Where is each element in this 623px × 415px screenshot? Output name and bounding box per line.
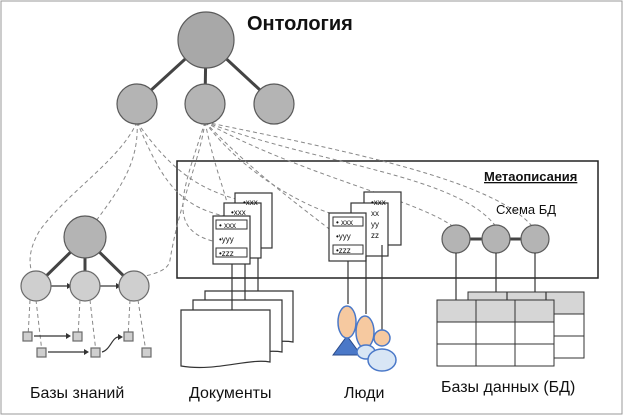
person-icon bbox=[373, 329, 391, 347]
label-documents: Документы bbox=[189, 385, 271, 402]
svg-text:• xxx: • xxx bbox=[219, 221, 236, 230]
label-knowledge-bases: Базы знаний bbox=[30, 385, 124, 402]
svg-text:yy: yy bbox=[371, 220, 379, 229]
ontology-node bbox=[253, 83, 295, 125]
svg-text:•xxx: •xxx bbox=[231, 208, 246, 217]
db-schema-graph bbox=[441, 224, 550, 300]
db-tables bbox=[436, 291, 585, 367]
dashed-links bbox=[29, 121, 536, 281]
meta-box bbox=[176, 160, 599, 279]
label-databases: Базы данных (БД) bbox=[441, 379, 575, 396]
meta-label: Метаописания bbox=[484, 169, 577, 184]
documents-stack: •xxx •xxx • xxx •yyy •zzz bbox=[180, 192, 294, 369]
ontology-title: Онтология bbox=[247, 13, 353, 35]
svg-text:•yyy: •yyy bbox=[219, 235, 234, 244]
schema-node bbox=[520, 224, 550, 254]
ontology-node bbox=[116, 83, 158, 125]
schema-node bbox=[441, 224, 471, 254]
ontology-node bbox=[184, 83, 226, 125]
kb-node bbox=[118, 270, 150, 302]
schema-label: Схема БД bbox=[496, 202, 556, 217]
svg-text:•zzz: •zzz bbox=[336, 246, 351, 255]
svg-text:•yyy: •yyy bbox=[336, 232, 351, 241]
person-icon bbox=[337, 305, 357, 339]
kb-root-node bbox=[63, 215, 107, 259]
svg-text:•xxx: •xxx bbox=[243, 198, 258, 207]
ontology-tree bbox=[116, 11, 295, 125]
people-group: •xxx xx yy zz • xxx •yyy •zzz bbox=[328, 191, 402, 372]
person-icon bbox=[355, 315, 375, 349]
ontology-root-node bbox=[177, 11, 235, 69]
kb-node bbox=[20, 270, 52, 302]
svg-text:•xxx: •xxx bbox=[371, 198, 386, 207]
svg-text:zz: zz bbox=[371, 231, 379, 240]
svg-text:•zzz: •zzz bbox=[219, 249, 234, 258]
svg-text:• xxx: • xxx bbox=[336, 218, 353, 227]
svg-text:xx: xx bbox=[371, 209, 379, 218]
kb-node bbox=[69, 270, 101, 302]
person-icon bbox=[332, 335, 362, 356]
label-people: Люди bbox=[344, 385, 384, 402]
knowledge-base-graph bbox=[20, 215, 152, 358]
schema-node bbox=[481, 224, 511, 254]
